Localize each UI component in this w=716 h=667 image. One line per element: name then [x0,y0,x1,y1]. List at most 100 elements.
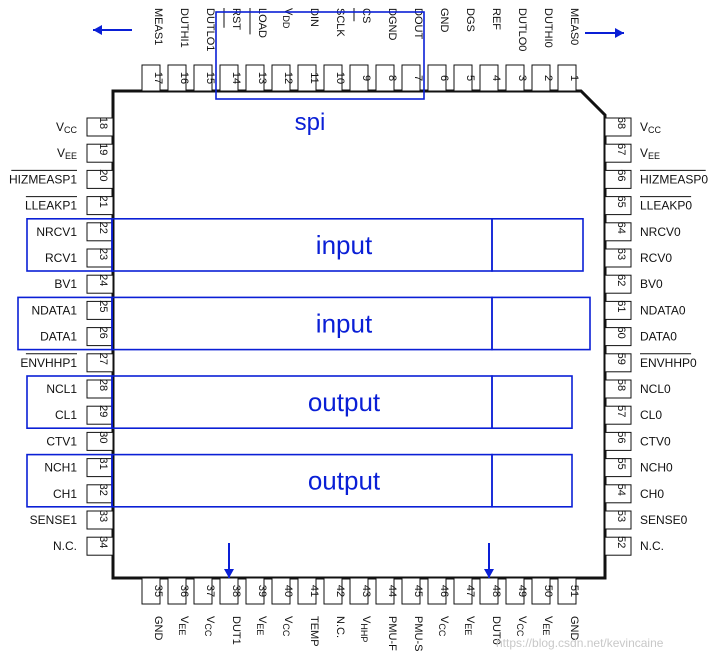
pin-box [323,64,343,92]
pin-label: VEE [640,146,660,161]
pin-number: 11 [308,72,320,83]
pin-number: 16 [178,72,190,84]
arrow-head [93,25,102,35]
pin-box [427,64,447,92]
pin-label: DOUT [412,8,424,39]
pin-number: 60 [615,326,627,338]
pin-number: 25 [97,300,109,312]
pin-box [604,458,632,478]
pin-label: N.C. [640,539,664,553]
pin-box [453,64,473,92]
pin-label: HIZMEASP1 [9,172,77,186]
pin-label: SENSE1 [30,513,78,527]
pin-number: 41 [308,585,320,597]
pin-number: 7 [412,75,424,81]
pin-number: 5 [464,75,476,81]
pin-label: VCC [56,120,78,135]
pin-number: 1 [568,75,580,81]
group-label: input [316,230,373,260]
pin-box [604,327,632,347]
pin-label: DGS [464,8,476,32]
pin-box [245,64,265,92]
pin-label: PMU-F [386,616,398,651]
pin-number: 65 [615,195,627,207]
arrow-dut1-down [224,543,234,578]
pin-label: VCC [515,616,528,637]
pin-label: CH0 [640,487,664,501]
arrow-head [224,569,234,578]
pin-number: 27 [97,353,109,365]
pin-27-envhhp1: 27 ENVHHP1 [20,353,114,373]
pin-number: 30 [97,431,109,443]
pin-number: 47 [464,585,476,597]
pin-box [401,577,421,605]
pin-label: BV0 [640,277,663,291]
pin-box [86,405,114,425]
pin-box [604,169,632,189]
pin-box [141,577,161,605]
pin-number: 15 [204,72,216,84]
pin-label: NCL1 [46,382,77,396]
pin-box [86,222,114,242]
pin-label: DATA0 [640,330,677,344]
pin-label: RST [230,8,242,30]
pin-label: VHHP [359,616,372,642]
pin-label: NRCV0 [640,225,681,239]
pin-9-cs: 9CS [349,8,372,92]
pin-number: 33 [97,510,109,522]
pin-label: VEE [57,146,77,161]
pin-number: 61 [615,300,627,312]
pin-number: 46 [438,585,450,597]
pin-number: 66 [615,169,627,181]
pin-box [271,577,291,605]
pin-label: GND [568,616,580,641]
pin-label: NCH0 [640,461,673,475]
pin-number: 18 [97,117,109,129]
pin-label: ENVHHP1 [20,356,77,370]
pin-label: GND [438,8,450,33]
pin-box [323,577,343,605]
pin-label: DUTHI0 [542,8,554,48]
group-box-middle [111,296,493,351]
pin-label: SCLK [334,8,346,37]
pin-number: 44 [386,585,398,597]
pin-label: VDD [281,8,294,29]
pin-2-duthi0: 2 DUTHI0 [531,8,554,92]
group-label: output [308,387,381,417]
pin-box [604,353,632,373]
pin-label: RCV1 [45,251,77,265]
watermark: https://blog.csdn.net/kevincaine [496,636,664,650]
pin-7-dout: 7 DOUT [401,8,424,92]
pin-box [604,300,632,320]
pin-number: 2 [542,75,554,81]
pin-box [453,577,473,605]
group-box-right [491,453,573,508]
pin-box [245,577,265,605]
pin-number: 39 [256,585,268,597]
pin-box [505,64,525,92]
pin-number: 62 [615,274,627,286]
pin-label: MEAS0 [568,8,580,45]
arrow-meas0-right [585,28,624,38]
pin-box [531,577,551,605]
